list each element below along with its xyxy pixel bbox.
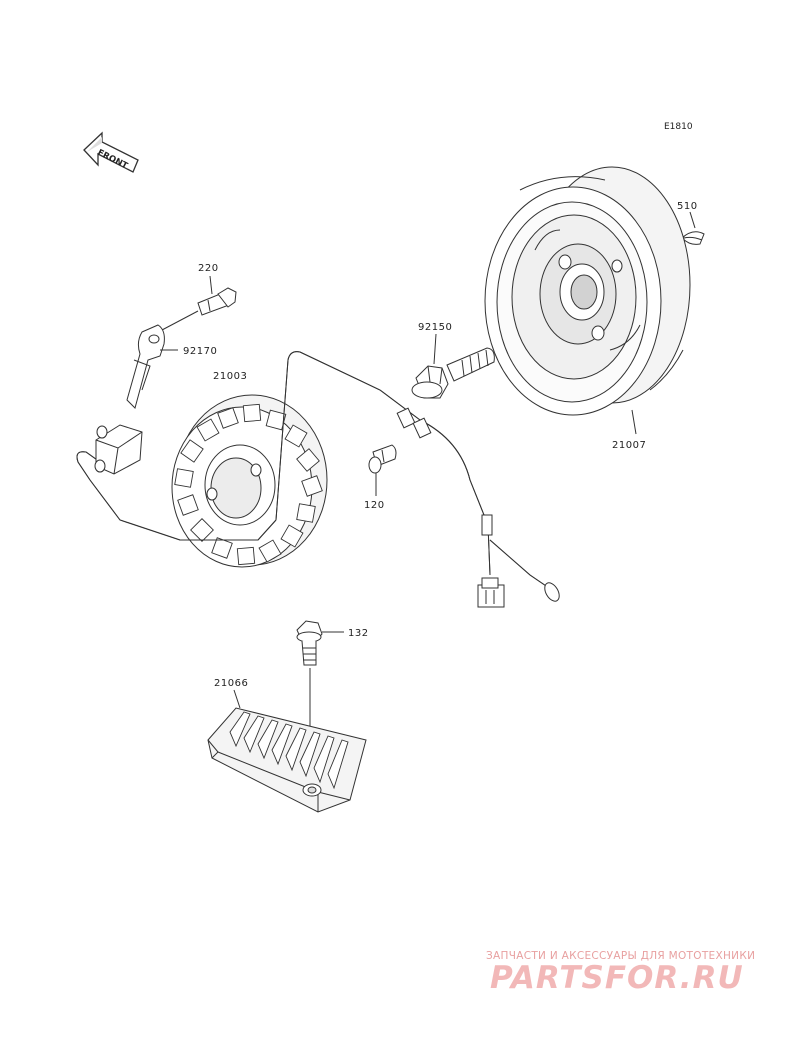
watermark-logo[interactable]: PARTSFOR.RU <box>490 960 744 996</box>
regulator-rectifier-21066 <box>207 707 367 813</box>
clamp-92170 <box>126 324 165 409</box>
front-arrow-icon: FRONT <box>83 131 139 173</box>
bolt-120 <box>368 444 397 474</box>
flange-bolt-92150 <box>411 347 495 399</box>
watermark-tagline: ЗАПЧАСТИ И АКСЕССУАРЫ ДЛЯ МОТОТЕХНИКИ <box>486 950 756 962</box>
flywheel-rotor-21007 <box>484 166 691 416</box>
callout-92150: 92150 <box>418 322 452 333</box>
pickup-coil <box>94 424 143 475</box>
callout-220: 220 <box>198 263 219 274</box>
bolt-132 <box>296 620 323 788</box>
bolt-220 <box>197 287 237 316</box>
callout-21066: 21066 <box>214 678 248 689</box>
stator-wiring <box>76 351 560 608</box>
stator-21003 <box>171 394 328 568</box>
callout-120: 120 <box>364 500 385 511</box>
leader-92150 <box>433 333 437 365</box>
woodruff-key-510 <box>681 231 705 245</box>
callout-21007: 21007 <box>612 440 646 451</box>
callout-132: 132 <box>348 628 369 639</box>
diagram-code: E1810 <box>664 122 693 132</box>
callout-21003: 21003 <box>213 371 247 382</box>
callout-510: 510 <box>677 201 698 212</box>
callout-92170: 92170 <box>183 346 217 357</box>
leader-510 <box>689 211 696 229</box>
leader-21066 <box>233 689 241 709</box>
leader-220 <box>209 275 213 295</box>
leader-21007 <box>631 409 637 435</box>
